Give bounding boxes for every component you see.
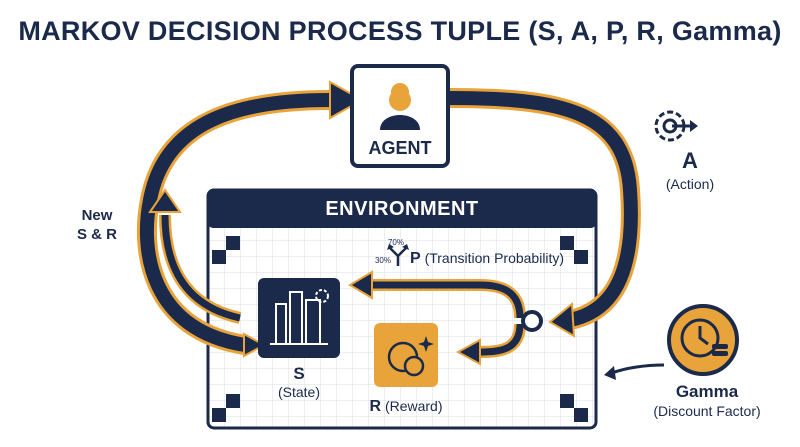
action-arrow bbox=[438, 88, 641, 338]
page-title: MARKOV DECISION PROCESS TUPLE (S, A, P, … bbox=[18, 16, 782, 46]
transition-split bbox=[348, 270, 543, 366]
transition-fork-icon bbox=[387, 244, 409, 266]
new-state-reward-arrow bbox=[136, 80, 365, 358]
gamma-arrow bbox=[604, 363, 665, 380]
gamma-label: Gamma (Discount Factor) bbox=[653, 382, 761, 419]
new-sr-label: New S & R bbox=[76, 207, 117, 243]
environment-title: ENVIRONMENT bbox=[325, 198, 479, 220]
transition-label: P (Transition Probability) bbox=[410, 250, 565, 267]
action-gear-icon bbox=[654, 110, 698, 142]
agent-box bbox=[350, 64, 450, 168]
action-label: A (Action) bbox=[665, 148, 715, 192]
agent-person-icon bbox=[380, 83, 420, 130]
reward-coin-icon bbox=[374, 323, 438, 387]
transition-pct-high: 70% bbox=[387, 238, 404, 247]
state-city-icon bbox=[258, 278, 340, 358]
gamma-clock-icon bbox=[667, 304, 739, 376]
transition-pct-low: 30% bbox=[374, 256, 391, 265]
agent-label: AGENT bbox=[368, 138, 432, 158]
reward-label: R (Reward) bbox=[369, 398, 443, 415]
state-label: S (State) bbox=[277, 364, 320, 400]
